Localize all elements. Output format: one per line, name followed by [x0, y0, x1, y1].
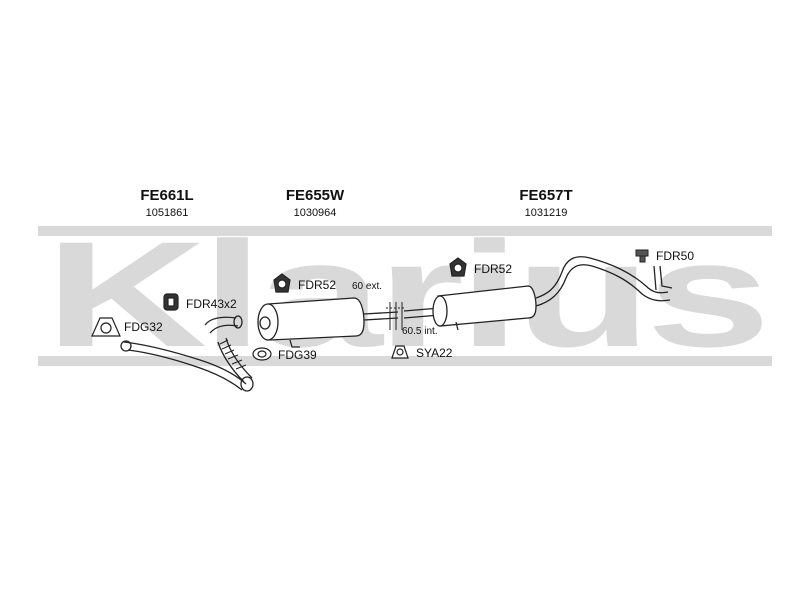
joint-marks: [386, 302, 404, 330]
label-sya22: SYA22: [416, 346, 453, 360]
fdr52-mount-icon-b: [449, 257, 467, 277]
part-number-fe661l: 1051861: [145, 207, 189, 219]
label-fdr50: FDR50: [656, 249, 695, 263]
part-code-fe661l: FE661L: [140, 187, 194, 204]
label-fdr52-b: FDR52: [474, 262, 513, 276]
part-code-fe657t: FE657T: [519, 187, 573, 204]
label-fdg39: FDG39: [278, 348, 317, 362]
label-fdg32: FDG32: [124, 320, 163, 334]
part-number-fe657t: 1031219: [524, 207, 568, 219]
label-fdr52-a: FDR52: [298, 278, 337, 292]
front-pipe-fe661l: [120, 315, 254, 392]
flex-section: [219, 339, 247, 370]
middle-silencer-fe655w: [257, 297, 399, 348]
fdr50-hanger-icon: [635, 249, 649, 263]
part-code-fe655w: FE655W: [285, 187, 345, 204]
fdr43x2-mount-icon: [163, 293, 179, 311]
note-60-5-int: 60.5 int.: [402, 326, 438, 337]
sya22-clamp-icon: [391, 345, 409, 359]
fdr52-mount-icon-a: [273, 273, 291, 293]
fdg32-gasket-icon: [91, 317, 121, 337]
fdg39-gasket-icon: [252, 347, 272, 361]
label-fdr43x2: FDR43x2: [186, 297, 237, 311]
note-60-ext: 60 ext.: [352, 281, 383, 292]
part-number-fe655w: 1030964: [293, 207, 337, 219]
rear-silencer-fe657t: [403, 256, 673, 331]
